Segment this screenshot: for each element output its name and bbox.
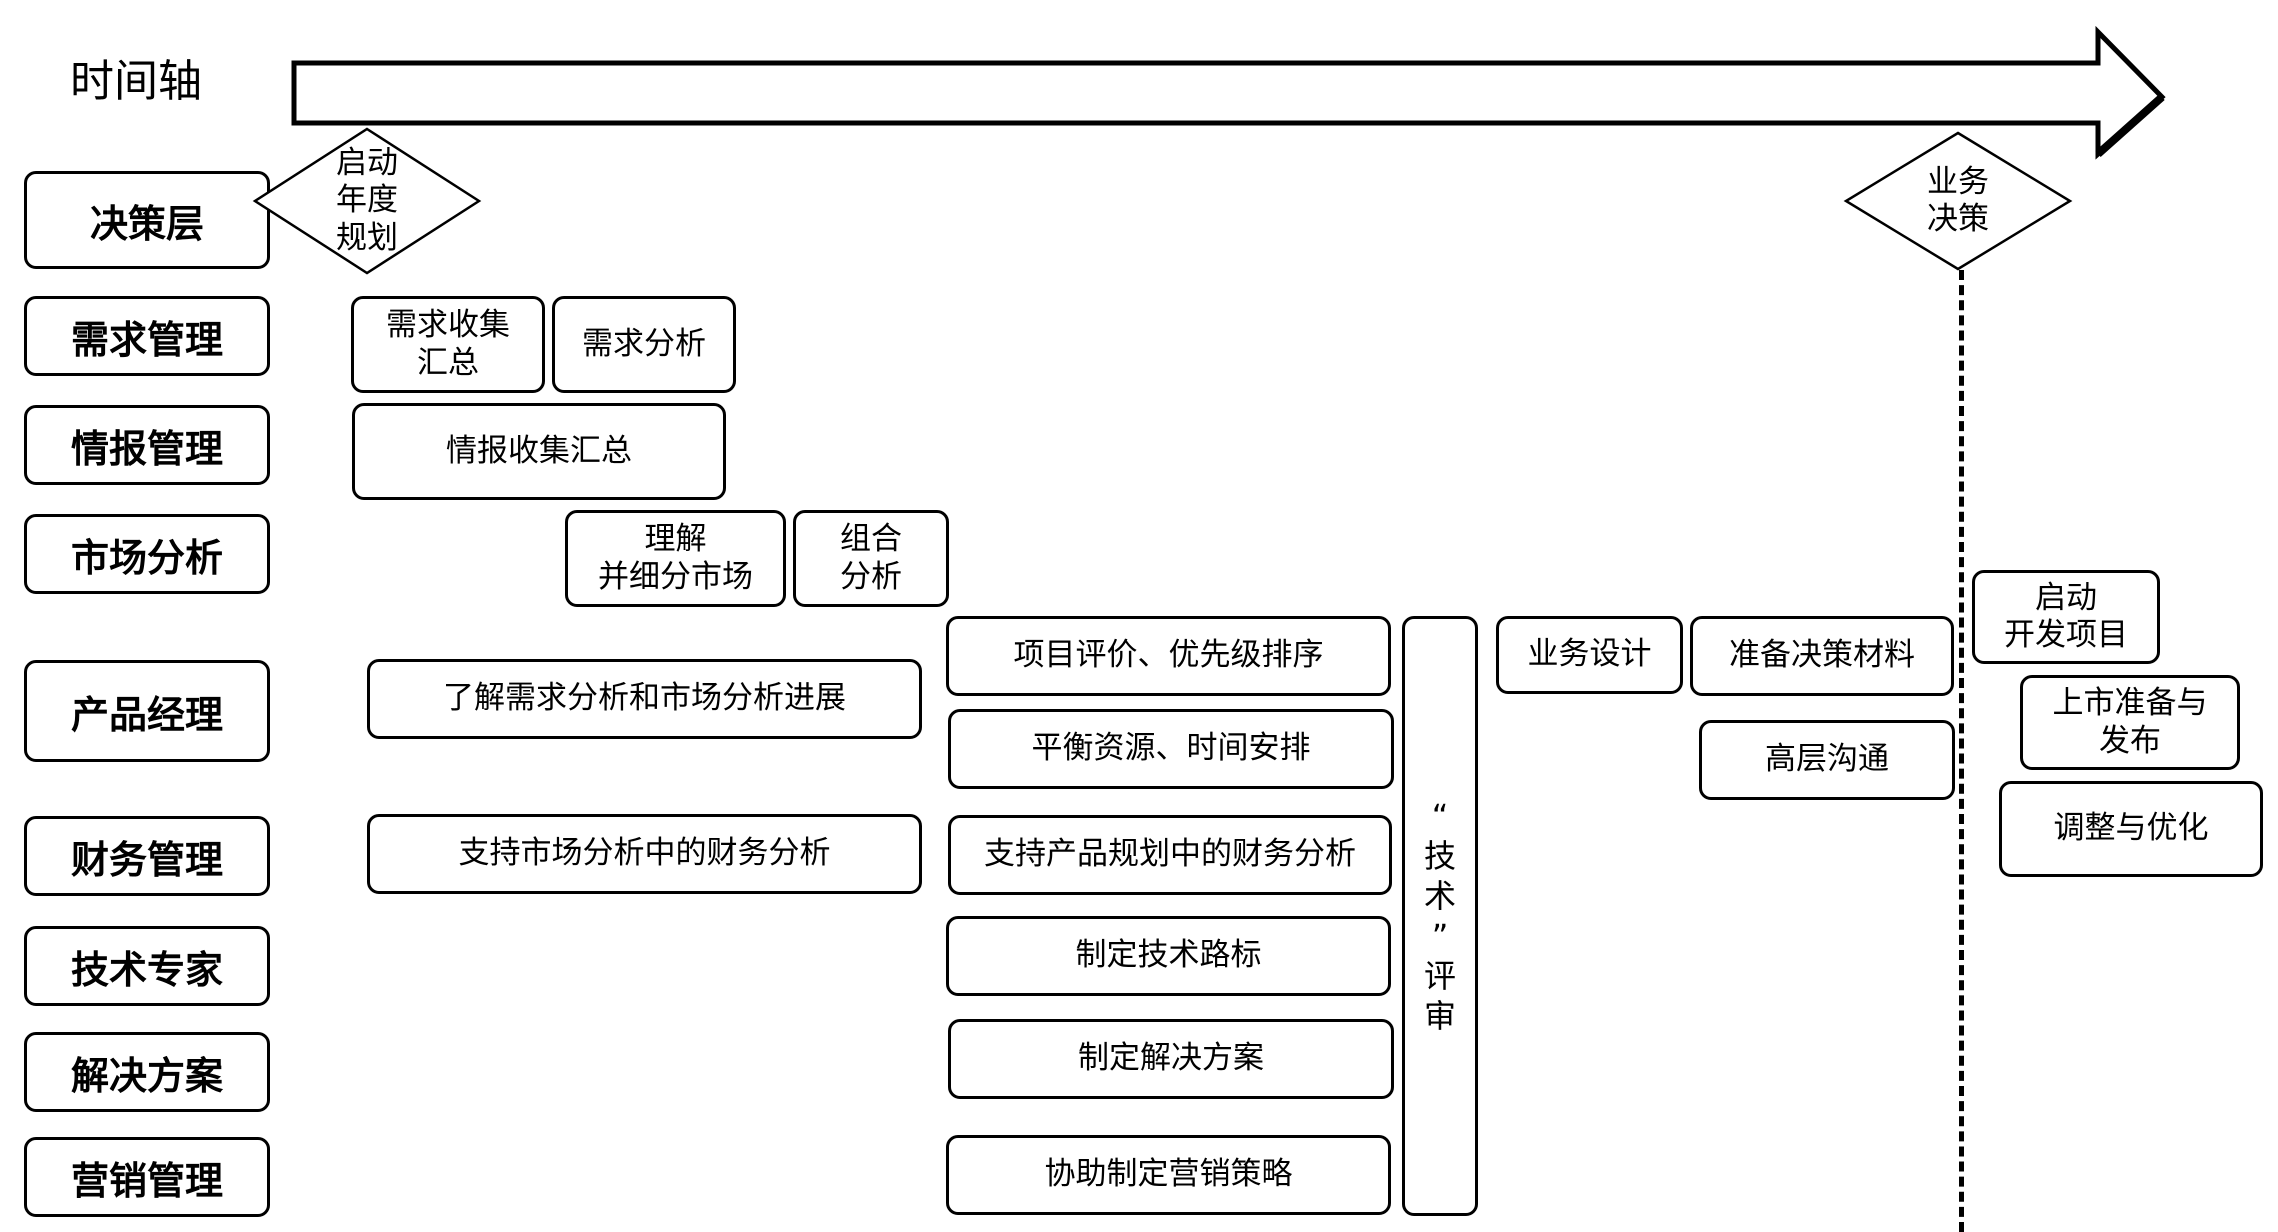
task-understand-progress: 了解需求分析和市场分析进展 bbox=[367, 659, 922, 739]
timeline-title: 时间轴 bbox=[70, 56, 202, 107]
lane-finance-mgmt: 财务管理 bbox=[24, 816, 270, 896]
task-solution: 制定解决方案 bbox=[948, 1019, 1394, 1099]
decision-dashed-line bbox=[1959, 270, 1964, 1232]
task-req-collect: 需求收集 汇总 bbox=[351, 296, 545, 393]
lane-requirement-mgmt: 需求管理 bbox=[24, 296, 270, 376]
lane-product-manager: 产品经理 bbox=[24, 660, 270, 762]
tech-review-char: 审 bbox=[1423, 997, 1456, 1035]
task-tech-roadmap: 制定技术路标 bbox=[946, 916, 1391, 996]
tech-review-char: ” bbox=[1431, 917, 1449, 955]
milestone-start-annual-plan: 启动 年度 规划 bbox=[252, 126, 482, 276]
tech-review-char: 技 bbox=[1423, 837, 1456, 875]
task-req-analysis: 需求分析 bbox=[552, 296, 736, 393]
task-project-eval: 项目评价、优先级排序 bbox=[946, 616, 1391, 696]
task-balance-resources: 平衡资源、时间安排 bbox=[948, 709, 1394, 789]
lane-decision: 决策层 bbox=[24, 171, 270, 269]
task-finance-market: 支持市场分析中的财务分析 bbox=[367, 814, 922, 894]
task-marketing-strategy: 协助制定营销策略 bbox=[946, 1135, 1391, 1215]
tech-review-char: “ bbox=[1431, 797, 1449, 835]
task-prepare-materials: 准备决策材料 bbox=[1690, 616, 1954, 696]
task-tech-review: “ 技 术 ” 评 审 bbox=[1402, 616, 1478, 1216]
lane-tech-expert: 技术专家 bbox=[24, 926, 270, 1006]
milestone-decision-label: 业务 决策 bbox=[1927, 163, 1989, 237]
tech-review-char: 评 bbox=[1423, 957, 1456, 995]
milestone-start-label: 启动 年度 规划 bbox=[336, 145, 398, 256]
lane-intelligence-mgmt: 情报管理 bbox=[24, 405, 270, 485]
milestone-business-decision: 业务 决策 bbox=[1843, 130, 2073, 272]
task-exec-communication: 高层沟通 bbox=[1699, 720, 1955, 800]
task-start-development: 启动 开发项目 bbox=[1972, 570, 2160, 664]
tech-review-char: 术 bbox=[1423, 877, 1456, 915]
lane-marketing-mgmt: 营销管理 bbox=[24, 1137, 270, 1217]
lane-solution: 解决方案 bbox=[24, 1032, 270, 1112]
task-intel-collect: 情报收集汇总 bbox=[352, 403, 726, 500]
lane-market-analysis: 市场分析 bbox=[24, 514, 270, 594]
task-finance-product: 支持产品规划中的财务分析 bbox=[948, 815, 1392, 895]
task-adjust-optimize: 调整与优化 bbox=[1999, 781, 2263, 877]
task-launch-release: 上市准备与 发布 bbox=[2020, 675, 2240, 770]
task-portfolio-analysis: 组合 分析 bbox=[793, 510, 949, 607]
task-market-segment: 理解 并细分市场 bbox=[565, 510, 786, 607]
task-business-design: 业务设计 bbox=[1496, 616, 1683, 694]
